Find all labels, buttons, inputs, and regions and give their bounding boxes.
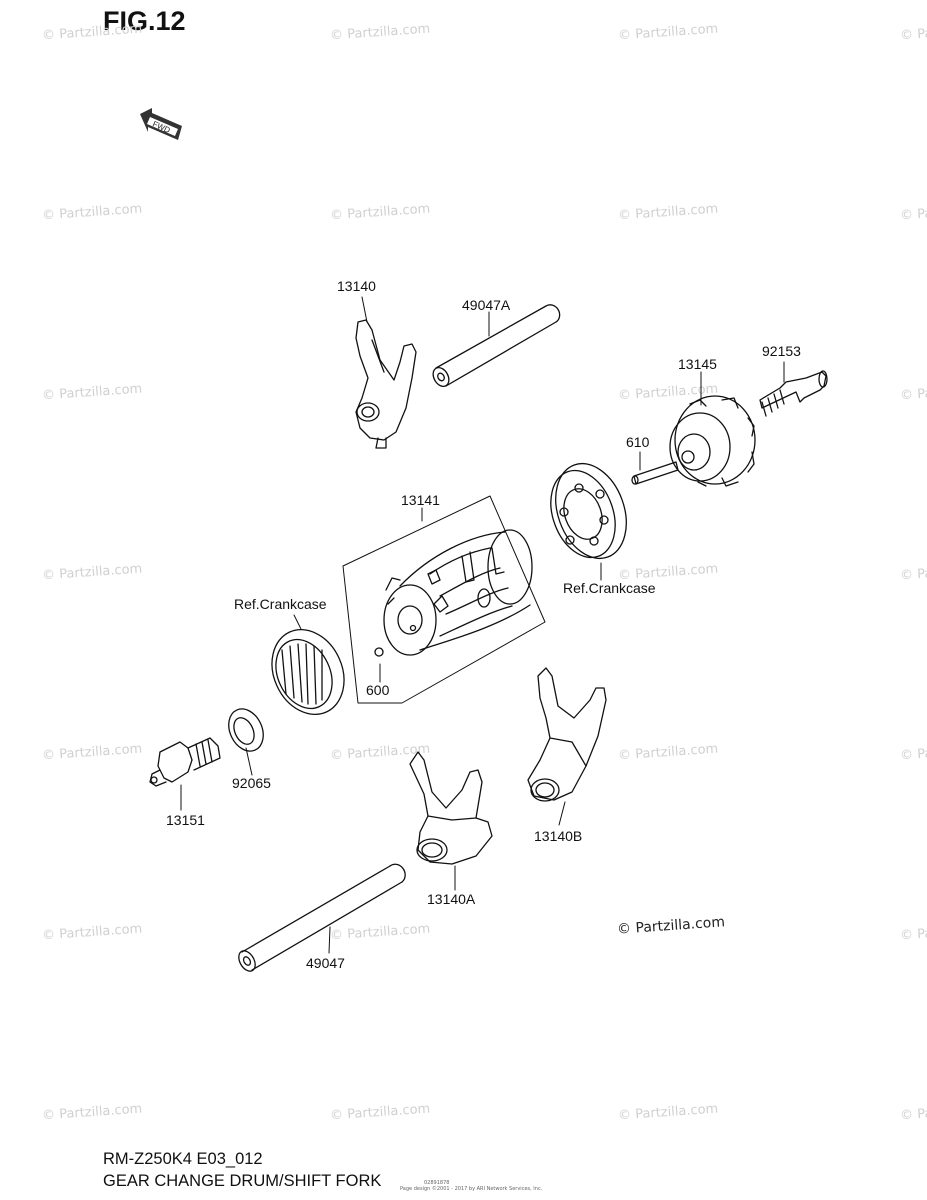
callout-600: 600 [366, 682, 390, 698]
dowel-pin [631, 461, 679, 485]
callout-13141: 13141 [401, 492, 440, 508]
fineprint-code: 02891878 [424, 1180, 450, 1186]
callout-ref-crankcase-left: Ref.Crankcase [234, 596, 327, 612]
bolt [759, 370, 828, 417]
bearing-right [550, 462, 627, 560]
shift-fork-right [527, 667, 607, 802]
callout-92065: 92065 [232, 775, 271, 791]
fwd-arrow-icon: FWD [140, 108, 182, 140]
model-code: RM-Z250K4 E03_012 [103, 1150, 263, 1168]
callout-13140: 13140 [337, 278, 376, 294]
neutral-switch [149, 737, 221, 787]
callout-610: 610 [626, 434, 650, 450]
shift-cam [669, 395, 756, 487]
callout-13145: 13145 [678, 356, 717, 372]
shaft-49047 [238, 863, 406, 972]
figure-caption: GEAR CHANGE DRUM/SHIFT FORK [103, 1172, 382, 1190]
fineprint-line: Page design ©2001 - 2017 by ARI Network … [400, 1186, 543, 1192]
callout-ref-crankcase-right: Ref.Crankcase [563, 580, 656, 596]
callout-13140A: 13140A [427, 891, 476, 907]
callout-49047A: 49047A [462, 297, 511, 313]
callout-13140B: 13140B [534, 828, 583, 844]
shift-fork-lower [409, 751, 493, 865]
figure-title: FIG.12 [103, 6, 186, 36]
pin-600 [374, 647, 384, 657]
leader-lines [180, 296, 785, 954]
shaft-49047A [432, 304, 561, 387]
callout-49047: 49047 [306, 955, 345, 971]
shift-fork-top [355, 319, 417, 449]
needle-bearing-left [271, 628, 345, 716]
callout-13151: 13151 [166, 812, 205, 828]
drum-bracket-frame [342, 495, 546, 704]
fineprint: 02891878 Page design ©2001 - 2017 by ARI… [400, 1180, 542, 1192]
shift-drum [383, 529, 533, 656]
callout-92153: 92153 [762, 343, 801, 359]
washer [228, 708, 264, 752]
